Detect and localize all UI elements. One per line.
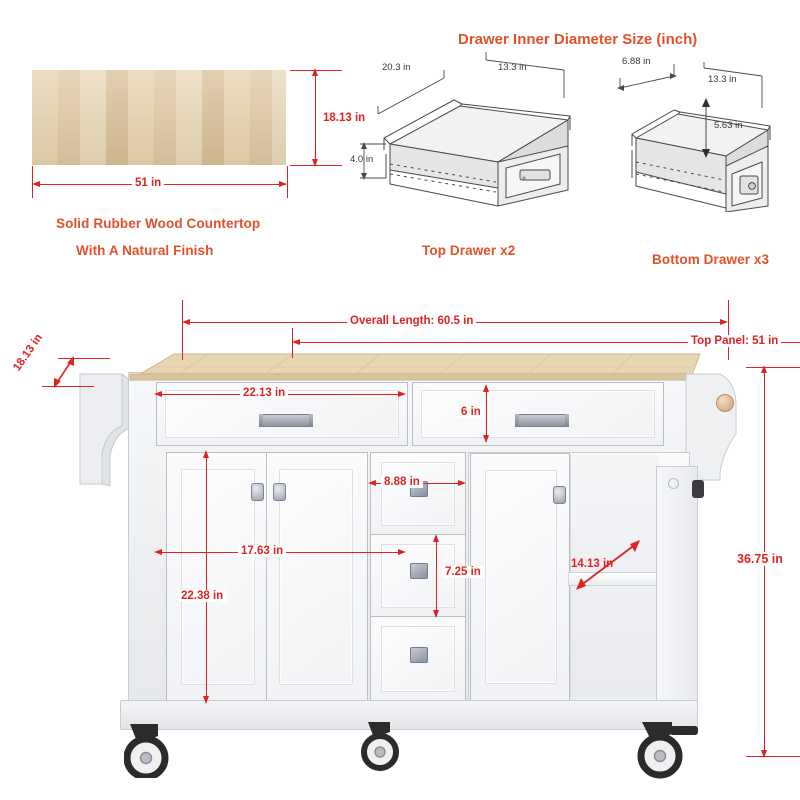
top-drawer-length-dimension: 20.3 in bbox=[372, 62, 502, 122]
cabinet-countertop bbox=[112, 350, 708, 382]
cabinet-door-right[interactable] bbox=[470, 453, 570, 701]
overall-length-label: Overall Length: 60.5 in bbox=[347, 315, 477, 327]
cabinet-small-drawer-bottom[interactable] bbox=[370, 616, 466, 702]
bottom-drawer-height-dimension: 5.63 in bbox=[690, 96, 760, 168]
countertop-height-dimension: 18.13 in bbox=[286, 62, 369, 177]
top-drawer-depth-dimension: 4.0 in bbox=[350, 140, 400, 184]
door-width-label: 17.63 in bbox=[238, 545, 287, 557]
bottom-drawer-caption: Bottom Drawer x3 bbox=[652, 252, 770, 267]
door-height-label: 22.38 in bbox=[178, 590, 227, 602]
countertop-caption-line2: With A Natural Finish bbox=[76, 243, 214, 258]
overall-height-label: 36.75 in bbox=[734, 552, 786, 566]
bottom-drawer-length-label: 6.88 in bbox=[622, 56, 651, 67]
bottom-drawer-width-dimension: 13.3 in bbox=[700, 62, 800, 132]
top-drawer-length-label: 20.3 in bbox=[382, 62, 411, 73]
top-drawer-height-label-cabinet: 6 in bbox=[458, 406, 484, 418]
overall-length-dimension: Overall Length: 60.5 in bbox=[180, 300, 736, 360]
shelf-depth-label: 14.13 in bbox=[571, 558, 614, 570]
left-drop-leaf-bracket bbox=[76, 368, 134, 490]
towel-bar-knob bbox=[716, 394, 734, 412]
cabinet-base-plinth bbox=[120, 700, 698, 730]
top-panel-length-dimension: Top Panel: 51 in bbox=[290, 328, 800, 358]
door-width-dimension: 17.63 in bbox=[152, 540, 412, 566]
cabinet-top-drawer-right[interactable] bbox=[412, 382, 664, 446]
right-towel-bar-bracket bbox=[684, 368, 746, 486]
drawer-section-title: Drawer Inner Diameter Size (inch) bbox=[458, 31, 698, 48]
top-drawer-depth-label: 4.0 in bbox=[350, 154, 374, 165]
top-drawer-illustration bbox=[360, 58, 600, 208]
caster-wheel-middle bbox=[360, 722, 410, 772]
small-drawer-height-label: 7.25 in bbox=[442, 566, 484, 578]
drawer-knob[interactable] bbox=[410, 563, 428, 579]
top-drawer-caption: Top Drawer x2 bbox=[422, 243, 516, 258]
cabinet-door-open-right[interactable] bbox=[656, 466, 698, 704]
top-drawer-width-dimension-cabinet: 22.13 in bbox=[152, 382, 408, 408]
top-drawer-width-dimension: 13.3 in bbox=[468, 52, 598, 112]
bottom-drawer-height-label: 5.63 in bbox=[714, 120, 743, 131]
door-knob[interactable] bbox=[251, 483, 264, 501]
top-drawer-width-label-cabinet: 22.13 in bbox=[240, 387, 289, 399]
bottom-drawer-length-dimension: 6.88 in bbox=[614, 56, 724, 116]
countertop-width-label: 51 in bbox=[132, 177, 165, 189]
countertop-width-dimension: 51 in bbox=[24, 166, 304, 200]
caster-wheel-right bbox=[636, 718, 706, 780]
cabinet-small-drawer-top[interactable] bbox=[370, 452, 466, 536]
door-height-dimension: 22.38 in bbox=[178, 450, 280, 706]
bottom-drawer-width-label: 13.3 in bbox=[708, 74, 737, 85]
door-knob[interactable] bbox=[273, 483, 286, 501]
top-drawer-height-dimension-cabinet: 6 in bbox=[458, 384, 540, 445]
small-drawer-height-dimension: 7.25 in bbox=[420, 534, 500, 620]
cabinet-door-left-second[interactable] bbox=[266, 452, 368, 702]
door-hinge-plate-icon bbox=[668, 478, 679, 489]
door-hinge-icon bbox=[692, 480, 704, 498]
overall-height-dimension: 36.75 in bbox=[718, 360, 800, 766]
small-drawer-width-dimension: 8.88 in bbox=[366, 472, 470, 496]
countertop-swatch bbox=[32, 70, 286, 165]
drawer-knob[interactable] bbox=[410, 647, 428, 663]
drawer-pull-handle[interactable] bbox=[515, 414, 569, 427]
small-drawer-width-label: 8.88 in bbox=[381, 476, 423, 488]
cabinet-door-left[interactable] bbox=[166, 452, 268, 702]
caster-wheel-left bbox=[123, 722, 180, 781]
countertop-caption-line1: Solid Rubber Wood Countertop bbox=[56, 216, 261, 231]
top-depth-dimension: 18.13 in bbox=[10, 330, 130, 410]
shelf-depth-dimension: 14.13 in bbox=[558, 528, 668, 600]
countertop-height-label: 18.13 in bbox=[320, 112, 369, 124]
top-panel-length-label: Top Panel: 51 in bbox=[688, 335, 782, 347]
drawer-pull-handle[interactable] bbox=[259, 414, 313, 427]
top-drawer-width-label: 13.3 in bbox=[498, 62, 527, 73]
door-knob[interactable] bbox=[553, 486, 566, 504]
